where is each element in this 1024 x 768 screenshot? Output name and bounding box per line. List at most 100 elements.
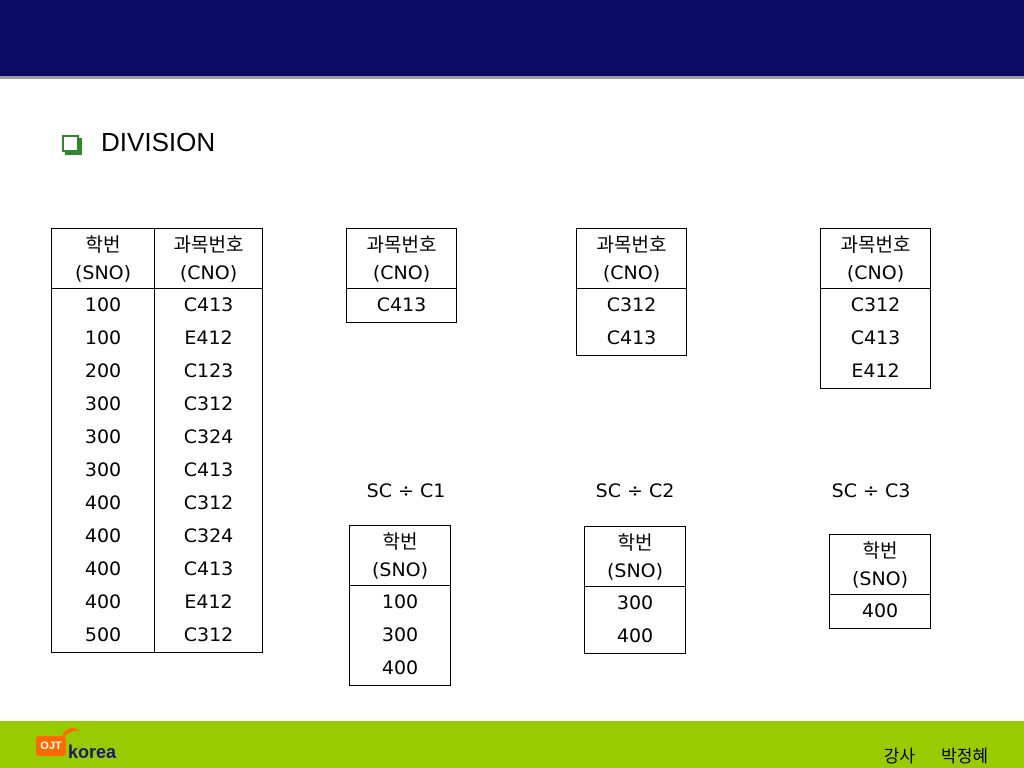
header-cno: 과목번호 (CNO) [576,228,687,289]
cell-cno: C312 [154,619,263,653]
footer-bar [0,721,1024,768]
cell-cno: C413 [154,288,263,322]
table-header-row: 학번 (SNO) [349,525,451,586]
heading-text: DIVISION [101,126,216,157]
table-row: 100 E412 [52,322,263,355]
table-row: 300 [585,587,686,621]
division-expression-1: SC ÷ C1 [366,480,446,502]
ojt-korea-logo: OJT korea [36,724,126,766]
table-row: C413 [821,322,931,355]
cell-cno: C312 [154,487,263,520]
division-expression-2: SC ÷ C2 [595,480,675,502]
table-body: 300 400 [585,587,686,654]
table-row: 400 [830,595,931,629]
cell-sno: 400 [84,591,122,613]
table-row: C312 [577,289,687,323]
table-row: 400 C413 [52,553,263,586]
section-heading: DIVISION [62,124,215,160]
table-row: E412 [821,355,931,389]
cell-sno: 300 [616,592,654,614]
cell-sno: 400 [84,525,122,547]
table-row: 300 C413 [52,454,263,487]
table-header-row: 학번 (SNO) [584,526,686,587]
table-row: C413 [577,322,687,356]
cell-cno: C324 [154,421,263,454]
cell-sno: 300 [84,459,122,481]
cell-sno: 200 [84,360,122,382]
logo-text: korea [68,742,117,762]
cell-cno: E412 [851,360,900,382]
table-body: C413 [347,289,457,323]
table-row: 400 C312 [52,487,263,520]
table-result-3: 학번 (SNO) 400 [829,534,931,629]
title-bar [0,0,1024,79]
table-row: 300 C312 [52,388,263,421]
table-body: 100 300 400 [350,586,451,686]
table-header-row: 학번 (SNO) 과목번호 (CNO) [51,228,263,289]
cell-cno: C413 [376,294,427,316]
header-sno: 학번 (SNO) [829,534,931,595]
table-row: 400 [350,652,451,686]
table-c2: 과목번호 (CNO) C312 C413 [576,228,687,356]
table-row: 400 [585,620,686,654]
cell-sno: 300 [381,624,419,646]
presenter-info: 강사 박정혜 [884,742,988,767]
cell-cno: C312 [850,294,901,316]
cell-sno: 400 [616,625,654,647]
table-row: 100 [350,586,451,620]
cell-cno: C413 [606,327,657,349]
cell-sno: 400 [84,492,122,514]
cell-sno: 400 [861,600,899,622]
cell-sno: 100 [84,294,122,316]
table-row: 400 C324 [52,520,263,553]
cell-cno: C123 [154,355,263,388]
table-body: C312 C413 [577,289,687,356]
table-body: 400 [830,595,931,629]
header-sno: 학번 (SNO) [349,525,451,586]
checkbox-bullet-icon [62,134,79,152]
header-cno: 과목번호 (CNO) [154,228,263,289]
presenter-role: 강사 [883,747,916,767]
header-cno: 과목번호 (CNO) [346,228,457,289]
table-header-row: 과목번호 (CNO) [576,228,687,289]
cell-sno: 300 [84,426,122,448]
cell-sno: 300 [84,393,122,415]
table-c1: 과목번호 (CNO) C413 [346,228,457,323]
division-expression-3: SC ÷ C3 [831,480,911,502]
table-row: C312 [821,289,931,323]
cell-sno: 100 [381,591,419,613]
table-result-1: 학번 (SNO) 100 300 400 [349,525,451,686]
cell-cno: C324 [154,520,263,553]
cell-cno: C312 [154,388,263,421]
cell-cno: C413 [850,327,901,349]
table-header-row: 과목번호 (CNO) [820,228,931,289]
table-row: 300 C324 [52,421,263,454]
cell-cno: C413 [154,553,263,586]
table-row: 300 [350,619,451,652]
table-result-2: 학번 (SNO) 300 400 [584,526,686,654]
cell-sno: 400 [84,558,122,580]
table-row: C413 [347,289,457,323]
cell-sno: 400 [381,657,419,679]
table-body: C312 C413 E412 [821,289,931,389]
table-header-row: 학번 (SNO) [829,534,931,595]
cell-cno: E412 [154,586,263,619]
cell-sno: 100 [84,327,122,349]
table-row: 100 C413 [52,288,263,322]
cell-sno: 500 [84,624,122,646]
table-row: 200 C123 [52,355,263,388]
header-sno: 학번 (SNO) [584,526,686,587]
cell-cno: C312 [606,294,657,316]
cell-cno: C413 [154,454,263,487]
header-sno: 학번 (SNO) [51,228,155,289]
logo-badge: OJT [36,736,66,756]
presenter-name: 박정혜 [941,747,988,767]
header-cno: 과목번호 (CNO) [820,228,931,289]
table-c3: 과목번호 (CNO) C312 C413 E412 [820,228,931,389]
cell-cno: E412 [154,322,263,355]
table-header-row: 과목번호 (CNO) [346,228,457,289]
table-row: 500 C312 [52,619,263,653]
table-row: 400 E412 [52,586,263,619]
